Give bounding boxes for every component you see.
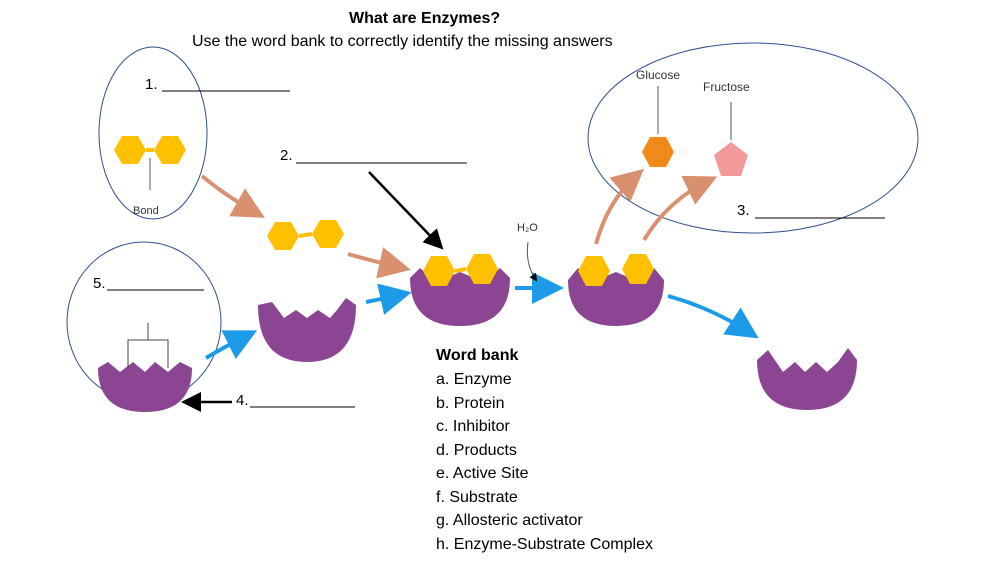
blank-label-5: 5. — [93, 275, 106, 292]
arrow-orange-3 — [594, 168, 645, 245]
word-bank-item: e. Active Site — [436, 465, 529, 482]
arrow-blue-4 — [667, 294, 759, 339]
fructose-label: Fructose — [703, 80, 750, 94]
enzyme-shape-inhibitor — [98, 323, 192, 412]
bond-label: Bond — [133, 205, 159, 217]
word-bank-item: a. Enzyme — [436, 371, 512, 388]
enzyme-product-complex — [568, 254, 664, 326]
arrow-orange-2 — [347, 247, 411, 279]
word-bank-item: h. Enzyme-Substrate Complex — [436, 536, 653, 553]
circle-products — [587, 42, 919, 234]
circle-substrate — [98, 46, 208, 220]
arrow-orange-4 — [642, 175, 718, 242]
blank-label-4: 4. — [236, 392, 249, 409]
pointer-arrow-2 — [368, 171, 444, 250]
enzyme-shape-empty — [258, 298, 356, 362]
arrow-blue-1 — [204, 330, 258, 360]
word-bank-item: c. Inhibitor — [436, 418, 510, 435]
substrate-shape-2 — [267, 220, 344, 250]
water-arrow — [526, 241, 538, 282]
blank-label-1: 1. — [145, 76, 158, 93]
page-subtitle: Use the word bank to correctly identify … — [192, 33, 613, 50]
word-bank-item: f. Substrate — [436, 489, 518, 506]
enzyme-substrate-complex — [410, 254, 510, 326]
arrow-orange-1 — [200, 174, 265, 218]
glucose-shape — [642, 86, 674, 167]
fructose-shape — [714, 102, 748, 176]
word-bank-item: g. Allosteric activator — [436, 512, 583, 529]
glucose-label: Glucose — [636, 68, 681, 82]
arrow-blue-2 — [365, 283, 412, 315]
substrate-shape-1 — [114, 136, 186, 190]
word-bank-item: b. Protein — [436, 395, 505, 412]
word-bank-item: d. Products — [436, 442, 517, 459]
blank-label-3: 3. — [737, 202, 750, 219]
blank-label-2: 2. — [280, 147, 293, 164]
word-bank-title: Word bank — [436, 347, 519, 364]
page-title: What are Enzymes? — [349, 10, 501, 27]
water-label: H₂O — [517, 222, 538, 234]
enzyme-shape-free — [757, 348, 857, 410]
